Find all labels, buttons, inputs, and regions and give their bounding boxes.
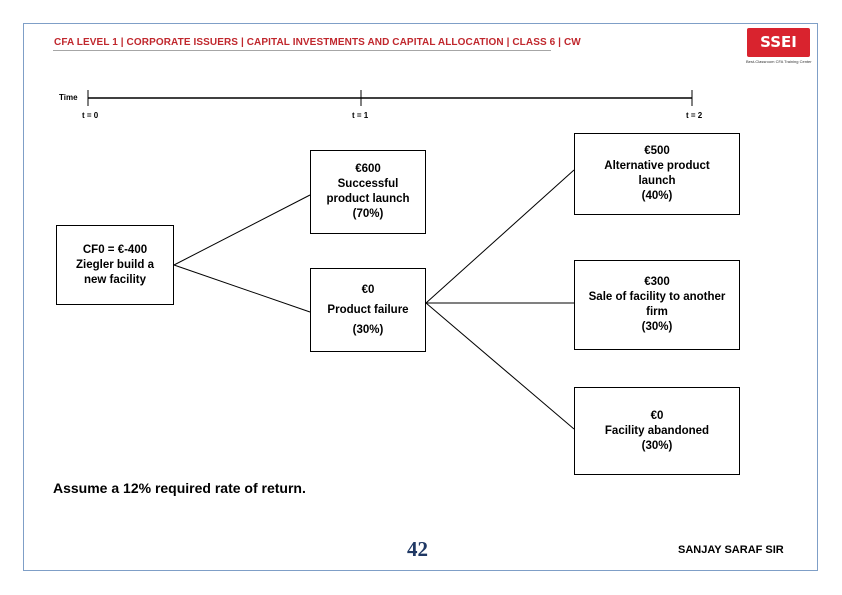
- node-root-line: Ziegler build a: [76, 258, 154, 271]
- assumption-note: Assume a 12% required rate of return.: [53, 480, 306, 496]
- slide-frame: [23, 23, 818, 571]
- node-abandoned-line: (30%): [641, 439, 673, 452]
- logo-text: SSEI: [760, 33, 797, 51]
- node-sale-line: Sale of facility to another: [588, 291, 726, 303]
- node-sale-line: firm: [646, 306, 668, 318]
- edge-failure-alt: [425, 169, 575, 304]
- timeline-label: Time: [59, 93, 78, 102]
- node-alternative-launch: €500 Alternative product launch (40%): [574, 133, 740, 215]
- edge-failure-abandoned: [425, 302, 575, 430]
- logo-badge: SSEI: [747, 28, 810, 57]
- header-divider: [53, 50, 551, 51]
- node-abandoned-line: €0: [650, 409, 664, 422]
- node-success-line: (70%): [352, 208, 384, 220]
- node-success-line: product launch: [326, 193, 410, 205]
- timeline-tick-label-2: t = 2: [686, 111, 703, 120]
- timeline-tick-label-1: t = 1: [352, 111, 369, 120]
- node-failure: €0 Product failure (30%): [310, 268, 426, 352]
- node-success: €600 Successful product launch (70%): [310, 150, 426, 234]
- node-alt-line: €500: [644, 145, 670, 157]
- node-sale-line: €300: [644, 276, 670, 288]
- node-failure-line: (30%): [352, 323, 384, 336]
- node-sale-of-facility: €300 Sale of facility to another firm (3…: [574, 260, 740, 350]
- node-failure-line: Product failure: [327, 303, 409, 316]
- node-abandoned-line: Facility abandoned: [604, 424, 710, 437]
- logo-tagline: Best-Classroom CFA Training Center: [746, 59, 812, 64]
- node-success-line: Successful: [337, 178, 399, 190]
- node-root: CF0 = €-400 Ziegler build a new facility: [56, 225, 174, 305]
- node-success-line: €600: [355, 163, 381, 175]
- author-footer: SANJAY SARAF SIR: [678, 544, 784, 556]
- node-alt-line: (40%): [641, 190, 673, 202]
- node-sale-line: (30%): [641, 321, 673, 333]
- node-root-line: CF0 = €-400: [82, 243, 148, 256]
- node-alt-line: launch: [638, 175, 676, 187]
- edge-root-failure: [173, 264, 311, 313]
- page-number: 42: [407, 537, 428, 561]
- node-failure-line: €0: [361, 283, 375, 296]
- node-root-line: new facility: [84, 273, 146, 286]
- timeline-tick-label-0: t = 0: [82, 111, 99, 120]
- node-alt-line: Alternative product: [604, 160, 710, 172]
- slide-header: CFA LEVEL 1 | CORPORATE ISSUERS | CAPITA…: [54, 37, 581, 48]
- edge-root-success: [173, 194, 311, 266]
- ssei-logo: SSEI Best-Classroom CFA Training Center: [746, 28, 812, 68]
- node-facility-abandoned: €0 Facility abandoned (30%): [574, 387, 740, 475]
